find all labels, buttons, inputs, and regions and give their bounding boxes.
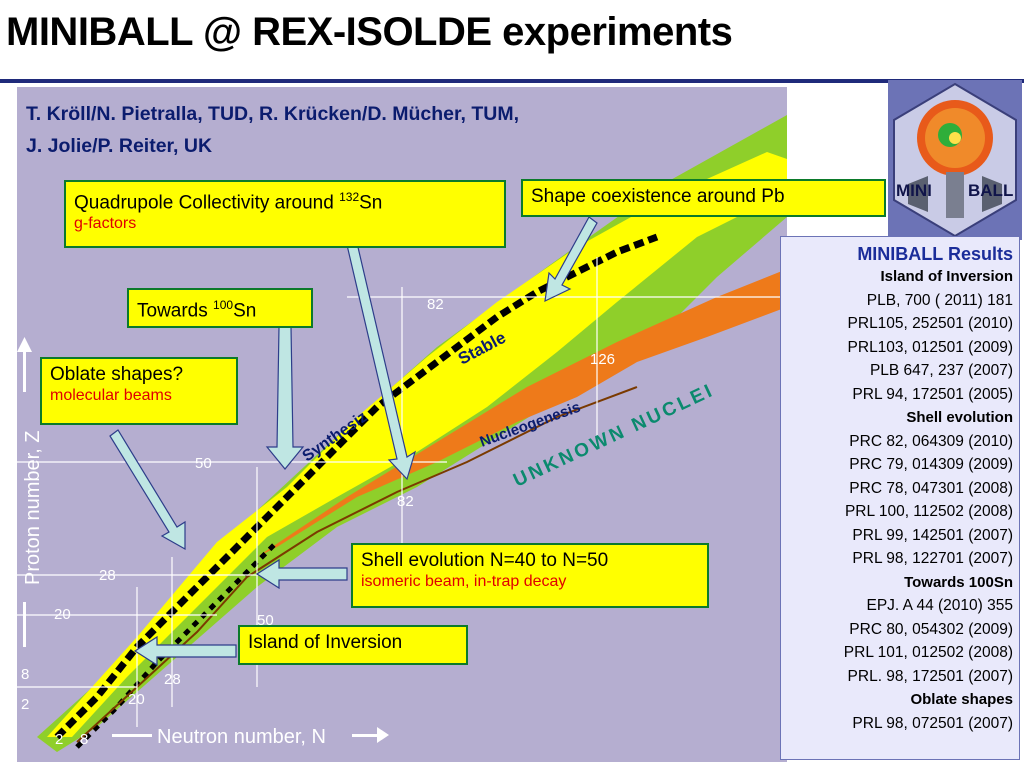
callout-shape-coexistence: Shape coexistence around Pb (521, 179, 886, 217)
callout-towards-sn100: Towards 100Sn (127, 288, 313, 328)
miniball-results-panel: MINIBALL Results Island of Inversion PLB… (780, 236, 1020, 760)
callout-shell-sub: isomeric beam, in-trap decay (361, 573, 567, 590)
arrow-island (133, 635, 237, 667)
label-z20: 20 (54, 606, 71, 623)
callout-towards-main: Towards (137, 300, 214, 322)
miniball-logo-graphic: MINI BALL (893, 82, 1017, 238)
results-ref: EPJ. A 44 (2010) 355 (866, 597, 1014, 614)
callout-towards-tail: Sn (233, 300, 257, 322)
label-z28: 28 (99, 567, 116, 584)
results-ref: PRL105, 252501 (2010) (847, 315, 1013, 332)
nuclide-chart-graphic: Stable Synthesiz Nucleogenesis UNKNOWN N… (17, 115, 787, 752)
logo-text-left: MINI (896, 181, 932, 200)
results-section-title: Oblate shapes (910, 691, 1013, 708)
results-ref: PRL. 98, 172501 (2007) (847, 667, 1013, 685)
arrow-shell (255, 558, 348, 590)
slide-title: MINIBALL @ REX-ISOLDE experiments (6, 10, 733, 54)
results-ref: PRL 100, 112502 (2008) (844, 503, 1013, 520)
logo-text-right: BALL (968, 181, 1013, 200)
results-section-title: Island of Inversion (880, 268, 1013, 285)
results-ref: PLB, 700 ( 2011) 181 (866, 291, 1013, 309)
y-axis-label: Proton number, Z (22, 430, 44, 585)
x-axis-arrow-icon (377, 727, 389, 743)
miniball-logo: MINI BALL (888, 80, 1022, 240)
magic-labels: 82 126 50 82 28 20 50 28 20 8 2 2 8 11 (21, 296, 615, 748)
title-divider (0, 79, 1024, 83)
arrow-quad (346, 242, 417, 481)
x-axis-stub (112, 734, 152, 737)
label-126: 126 (590, 351, 615, 368)
x-axis-right-stub (352, 734, 377, 737)
label-n28: 28 (164, 671, 181, 688)
y-axis-stub (23, 352, 26, 392)
label-n2: 2 (55, 731, 63, 748)
callout-shell-main: Shell evolution N=40 to N=50 (361, 550, 609, 571)
results-ref: PLB 647, 237 (2007) (869, 362, 1013, 379)
results-heading: MINIBALL Results (857, 244, 1013, 264)
x-axis-label: Neutron number, N (157, 726, 326, 748)
label-z50: 50 (195, 455, 212, 472)
results-ref: PRC 82, 064309 (2010) (849, 432, 1013, 450)
callout-shell-evolution: Shell evolution N=40 to N=50 isomeric be… (351, 543, 709, 608)
label-82-top: 82 (427, 296, 444, 313)
arrow-towards (265, 326, 305, 470)
callout-oblate-sub: molecular beams (50, 387, 172, 404)
results-section-title: Towards 100Sn (904, 573, 1013, 591)
label-z8: 8 (21, 666, 29, 683)
axes (17, 337, 389, 743)
results-ref: PRL103, 012501 (2009) (847, 338, 1013, 356)
label-n50: 50 (257, 612, 274, 629)
callout-quadrupole-collectivity: Quadrupole Collectivity around 132Sn g-f… (64, 180, 506, 248)
arrow-oblate (109, 429, 186, 551)
results-ref: PRL 101, 012502 (2008) (843, 644, 1013, 661)
results-ref: PRC 78, 047301 (2008) (849, 479, 1013, 497)
callout-oblate-main: Oblate shapes? (50, 364, 184, 385)
callout-shape-main: Shape coexistence around Pb (531, 186, 785, 207)
results-ref: PRL 98, 122701 (2007) (852, 550, 1013, 567)
callout-quad-tail: Sn (359, 192, 383, 214)
callout-quad-main: Quadrupole Collectivity around (74, 192, 340, 214)
known-nuclei-band (47, 152, 787, 737)
results-ref: PRC 79, 014309 (2009) (849, 456, 1013, 473)
callout-quad-sup: 132 (339, 190, 360, 204)
results-ref: PRL 94, 172501 (2005) (852, 385, 1013, 403)
label-n20: 20 (128, 691, 145, 708)
label-82-low: 82 (397, 493, 414, 510)
callout-quad-sub: g-factors (74, 215, 137, 233)
results-ref: PRC 80, 054302 (2009) (849, 620, 1013, 638)
callout-island-main: Island of Inversion (248, 632, 403, 653)
y-axis-lower-stub (23, 602, 26, 647)
results-section-title: Shell evolution (906, 409, 1013, 426)
callout-towards-sup: 100 (213, 298, 234, 312)
label-n8: 8 (80, 731, 88, 748)
authors-block: T. Kröll/N. Pietralla, TUD, R. Krücken/D… (26, 98, 519, 162)
callout-oblate-shapes: Oblate shapes? molecular beams (40, 357, 238, 425)
stability-line-2 (75, 540, 279, 749)
arrow-shape-pb (544, 216, 598, 303)
neutron-drip-outline (76, 386, 638, 743)
authors-line-2: J. Jolie/P. Reiter, UK (26, 135, 213, 157)
callout-island-of-inversion: Island of Inversion (238, 625, 468, 665)
nucleogenesis-band (257, 269, 787, 557)
label-z2: 2 (21, 696, 29, 713)
results-ref: PRL 99, 142501 (2007) (852, 526, 1013, 544)
authors-line-1: T. Kröll/N. Pietralla, TUD, R. Krücken/D… (26, 103, 520, 125)
results-ref: PRL 98, 072501 (2007) (852, 714, 1013, 732)
callout-arrows (109, 216, 598, 667)
y-axis-arrow-icon (17, 337, 32, 352)
